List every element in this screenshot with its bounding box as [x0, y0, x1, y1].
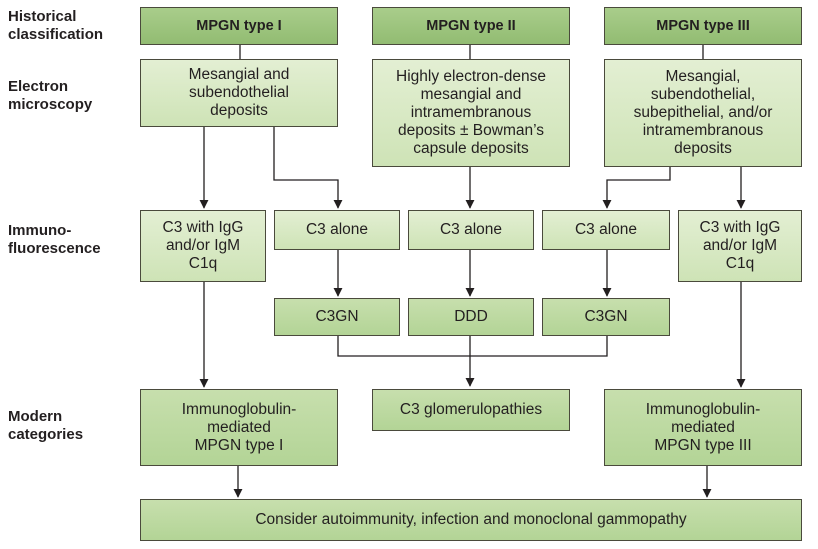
box-if-c3-igg-right: C3 with IgG and/or IgM C1q [678, 210, 802, 282]
box-if-c3-alone-3: C3 alone [542, 210, 670, 250]
row-label-modern-categories: Modern categories [8, 408, 84, 443]
row-label-historical: Historical classification [8, 8, 104, 43]
row-label-electron-microscopy: Electron microscopy [8, 78, 93, 113]
box-c3gn-right: C3GN [542, 298, 670, 336]
box-em-type-2: Highly electron-dense mesangial and intr… [372, 59, 570, 167]
box-mpgn-type-2: MPGN type II [372, 7, 570, 45]
arrow-type3-to-c3-alone [602, 167, 671, 209]
box-c3gn-left: C3GN [274, 298, 400, 336]
box-modern-c3-glomerulopathies: C3 glomerulopathies [372, 389, 570, 431]
row-label-immunofluorescence: Immuno- fluorescence [8, 222, 101, 257]
box-em-type-1: Mesangial and subendothelial deposits [140, 59, 338, 127]
box-if-c3-igg-left: C3 with IgG and/or IgM C1q [140, 210, 266, 282]
box-em-type-3: Mesangial, subendothelial, subepithelial… [604, 59, 802, 167]
arrow-type1-to-c3-alone [273, 127, 343, 209]
box-ddd: DDD [408, 298, 534, 336]
box-mpgn-type-1: MPGN type I [140, 7, 338, 45]
box-modern-mpgn-type-3: Immunoglobulin- mediated MPGN type III [604, 389, 802, 466]
box-modern-mpgn-type-1: Immunoglobulin- mediated MPGN type I [140, 389, 338, 466]
box-if-c3-alone-2: C3 alone [408, 210, 534, 250]
box-if-c3-alone-1: C3 alone [274, 210, 400, 250]
box-consider-autoimmunity: Consider autoimmunity, infection and mon… [140, 499, 802, 541]
box-mpgn-type-3: MPGN type III [604, 7, 802, 45]
merge-line [337, 336, 608, 357]
